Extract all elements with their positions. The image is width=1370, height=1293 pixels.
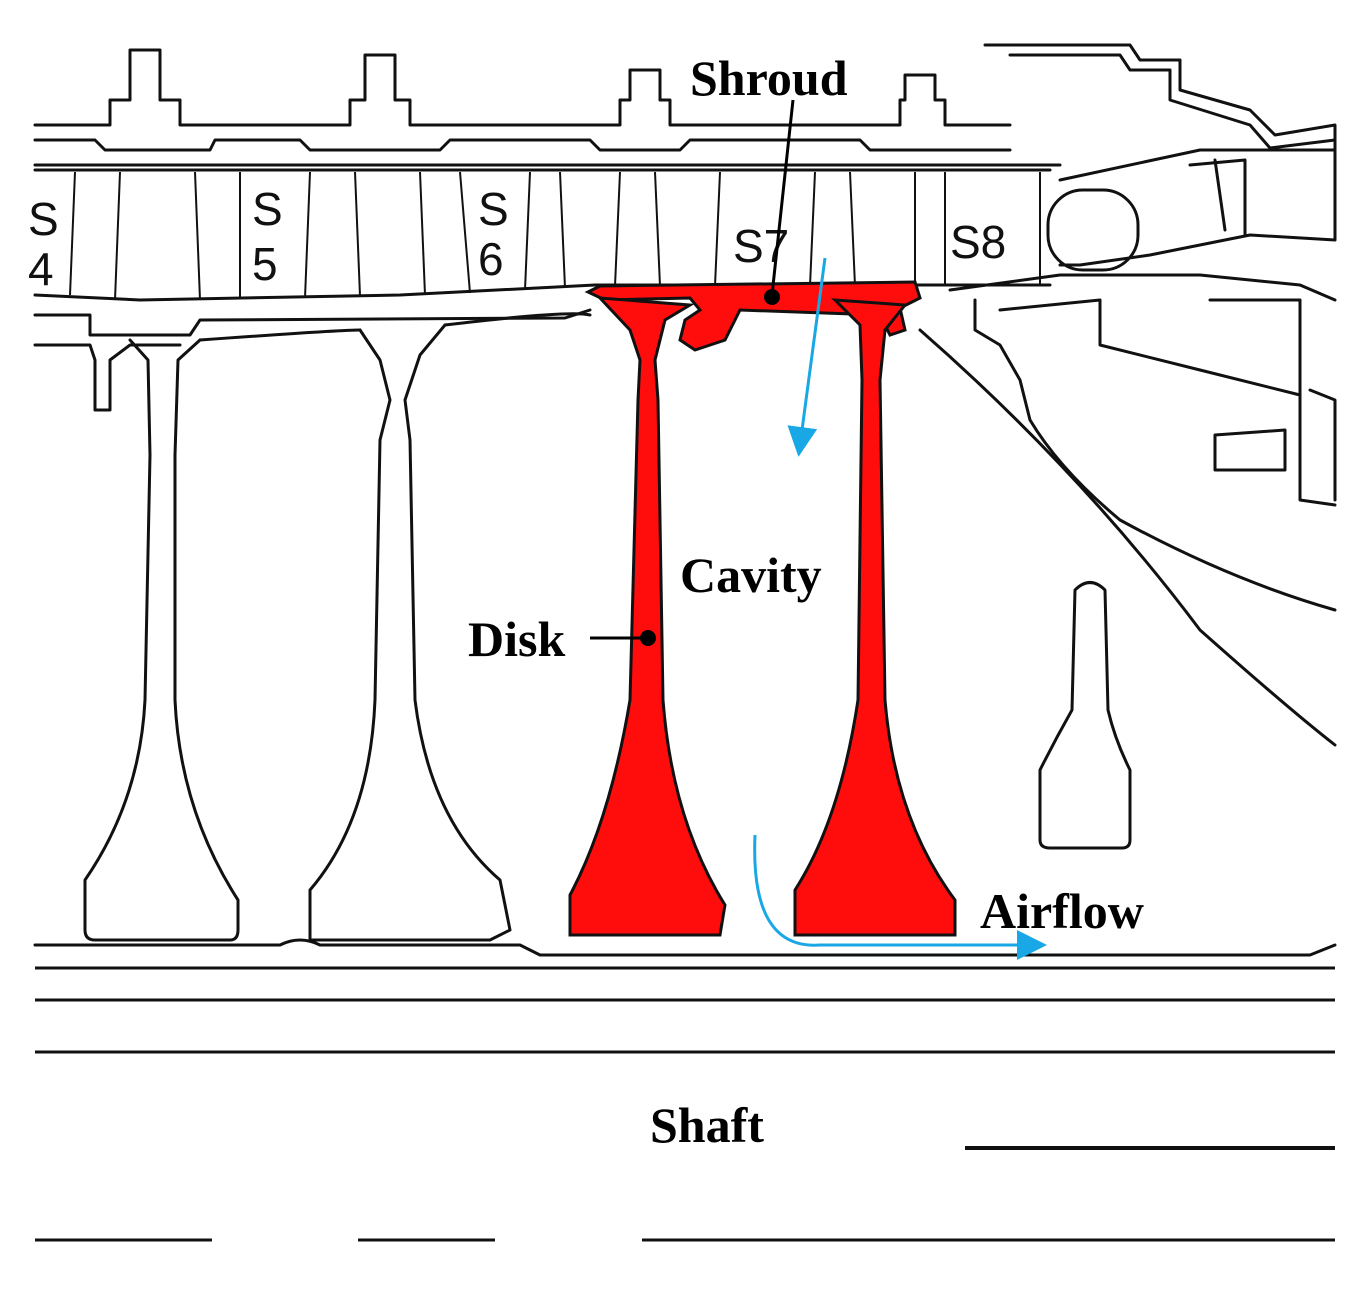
right-structures <box>918 273 1337 850</box>
left-disks <box>83 312 592 942</box>
shroud-label: Shroud <box>690 50 848 106</box>
stage-label-s8: S8 <box>950 216 1006 268</box>
stage-label-s7: S7 <box>733 220 789 272</box>
hub-line <box>33 308 592 412</box>
blade-passages <box>33 168 1140 302</box>
shaft-lines <box>33 938 1337 1242</box>
shroud-dot <box>764 289 780 305</box>
disk-label: Disk <box>468 611 565 667</box>
callouts: Shroud Cavity Disk Airflow Shaft <box>468 50 1144 1153</box>
airflow-arrow-out <box>753 834 1047 960</box>
airflow-arrow-down <box>787 257 827 457</box>
right-red-disk <box>793 298 957 937</box>
airflow-label: Airflow <box>980 883 1144 939</box>
cavity-label: Cavity <box>680 547 822 603</box>
left-red-disk <box>568 296 727 937</box>
shroud-leader <box>770 99 795 296</box>
highlighted-disk-assembly <box>568 280 957 937</box>
airflow-arrows <box>753 257 1047 960</box>
shaft-label: Shaft <box>650 1097 764 1153</box>
disk-dot <box>640 630 656 646</box>
outer-casing <box>33 43 1337 267</box>
